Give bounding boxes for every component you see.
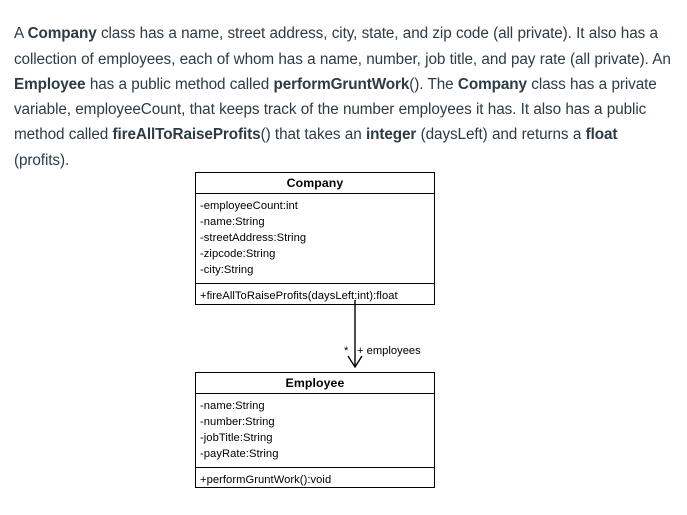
- prompt-text: class has a private variable, employeeCo…: [14, 75, 657, 144]
- uml-class-company-title: Company: [196, 173, 434, 194]
- prompt-text: has a public method called: [85, 75, 274, 93]
- prompt-text: () that takes an: [260, 126, 366, 144]
- uml-class-employee-title: Employee: [196, 373, 434, 394]
- uml-class-employee[interactable]: Employee -name:String -number:String -jo…: [195, 372, 435, 488]
- uml-method: +fireAllToRaiseProfits(daysLeft:int):flo…: [200, 290, 398, 302]
- association-multiplicity: *: [344, 345, 349, 357]
- association-role-label: + employees: [357, 345, 421, 357]
- prompt-emphasis: Company: [457, 75, 527, 93]
- uml-class-company-methods: +fireAllToRaiseProfits(daysLeft:int):flo…: [196, 283, 434, 309]
- uml-attribute: -payRate:String: [200, 448, 279, 460]
- uml-attribute: -number:String: [200, 416, 275, 428]
- association-connector: [347, 300, 363, 369]
- prompt-emphasis: float: [585, 126, 618, 144]
- uml-class-employee-attributes: -name:String -number:String -jobTitle:St…: [196, 394, 434, 467]
- uml-attribute: -streetAddress:String: [200, 232, 307, 244]
- uml-attribute: -city:String: [200, 264, 254, 276]
- uml-attribute: -zipcode:String: [200, 248, 276, 260]
- uml-attribute: -employeeCount:int: [200, 200, 298, 212]
- uml-attribute: -name:String: [200, 216, 265, 228]
- prompt-text: (daysLeft) and returns a: [416, 126, 586, 144]
- uml-attribute: -name:String: [200, 400, 265, 412]
- prompt-text: (profits).: [14, 151, 70, 169]
- uml-class-employee-methods: +performGruntWork():void: [196, 467, 434, 493]
- uml-attribute: -jobTitle:String: [200, 432, 273, 444]
- problem-statement-paragraph: A Company class has a name, street addre…: [14, 21, 672, 173]
- uml-method: +performGruntWork():void: [200, 474, 332, 486]
- prompt-emphasis: performGruntWork: [273, 75, 410, 93]
- prompt-text: class has a name, street address, city, …: [14, 25, 671, 68]
- prompt-emphasis: integer: [365, 126, 417, 144]
- uml-class-company-attributes: -employeeCount:int -name:String -streetA…: [196, 194, 434, 283]
- prompt-text: A: [14, 25, 28, 43]
- uml-class-company[interactable]: Company -employeeCount:int -name:String …: [195, 172, 435, 305]
- prompt-text: (). The: [409, 75, 458, 93]
- prompt-emphasis: Employee: [14, 75, 86, 93]
- prompt-emphasis: fireAllToRaiseProfits: [112, 126, 261, 144]
- prompt-emphasis: Company: [27, 25, 97, 43]
